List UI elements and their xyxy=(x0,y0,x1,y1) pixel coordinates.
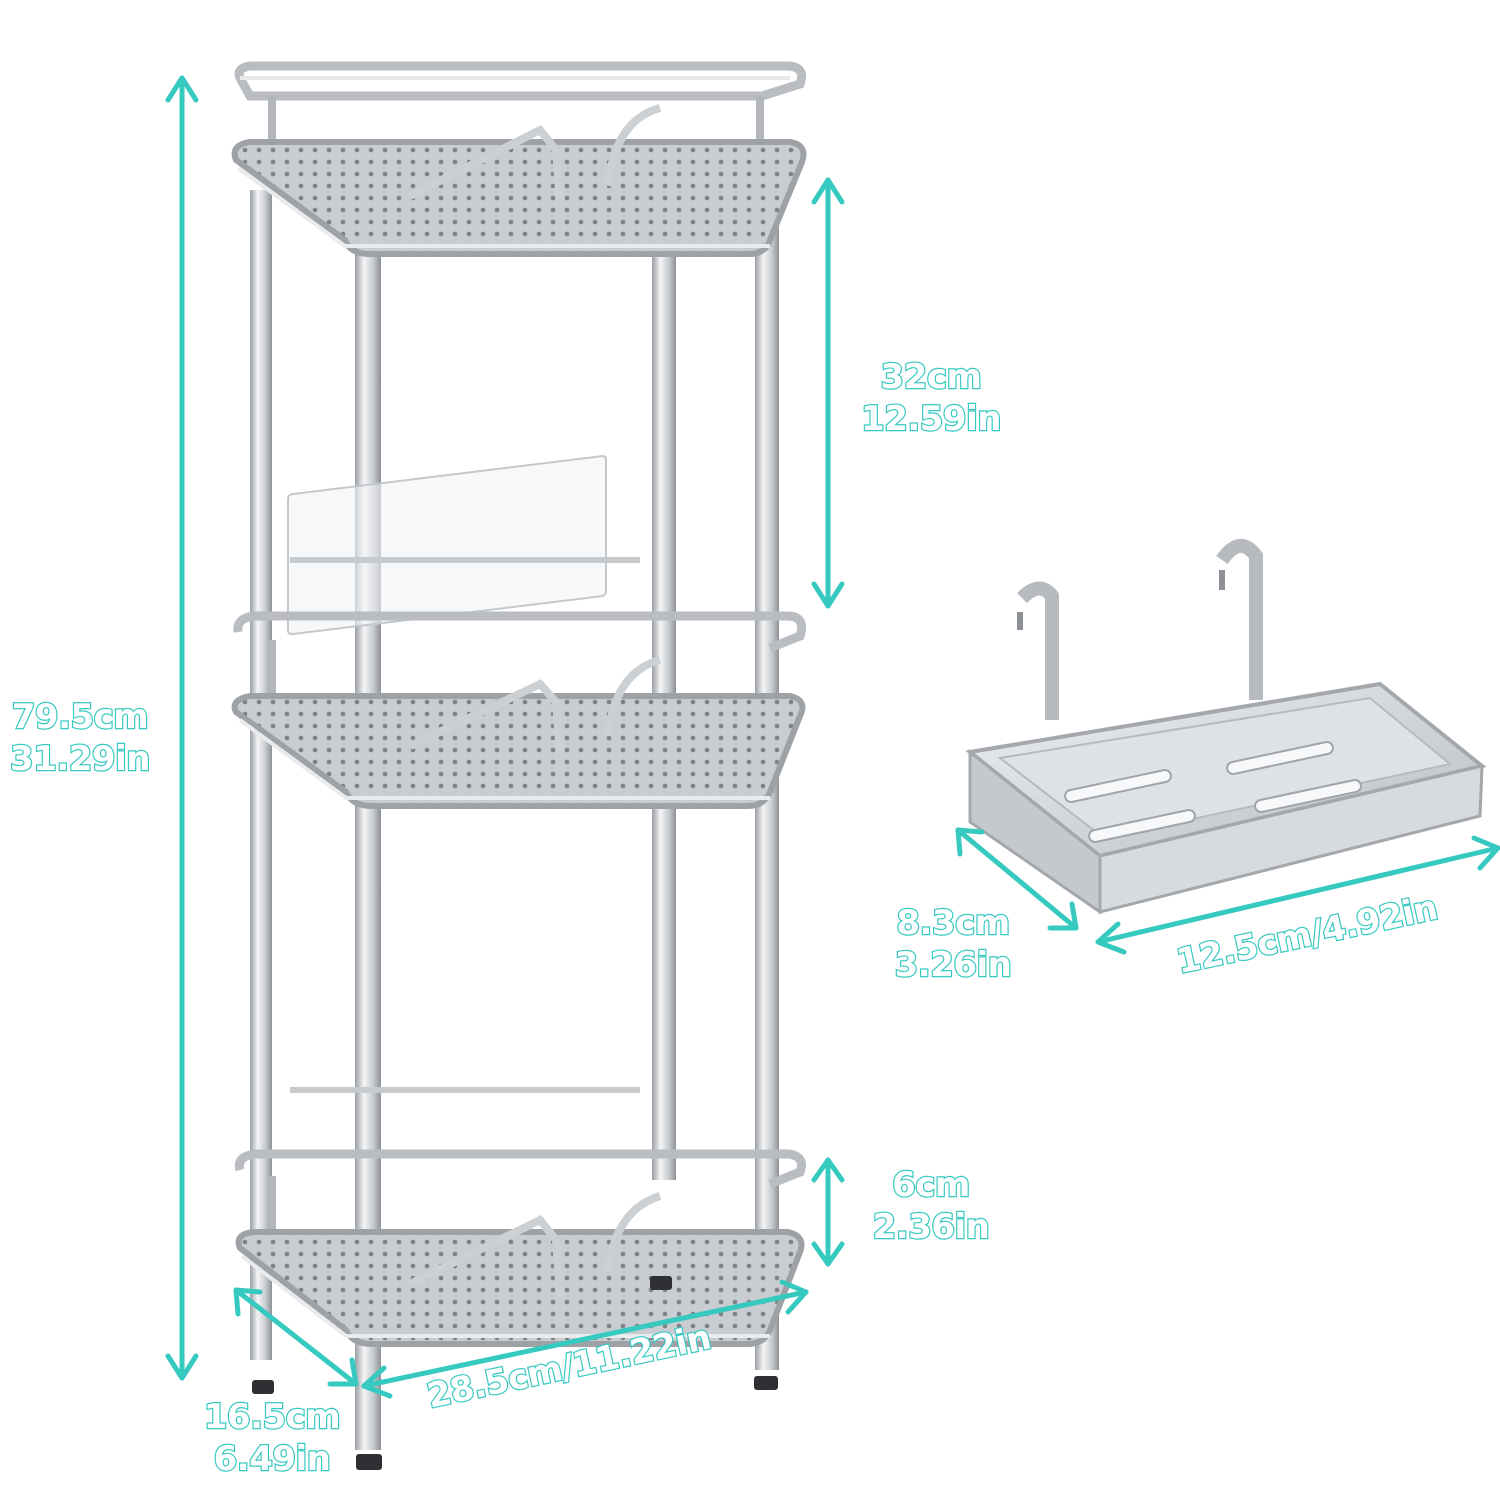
total-height-cm: 79.5cm xyxy=(11,696,150,738)
bottom-shelf xyxy=(234,1087,806,1347)
adhesive-wall-plate xyxy=(287,455,607,636)
shelf-unit xyxy=(231,61,807,1470)
shelf-gap-cm: 32cm xyxy=(879,356,983,398)
soap-dish-depth-arrow xyxy=(955,827,1079,931)
rail-height-in: 2.36in xyxy=(871,1206,991,1248)
depth-in: 6.49in xyxy=(212,1438,332,1480)
drain-slot xyxy=(1254,779,1362,813)
total-height-arrow xyxy=(165,75,199,1381)
shelf-gap-arrow xyxy=(811,177,845,609)
rail-height-arrow xyxy=(811,1157,845,1267)
total-height-label: 79.5cm 31.29in xyxy=(0,696,160,780)
shelf-gap-label: 32cm 12.59in xyxy=(846,356,1016,440)
depth-cm: 16.5cm xyxy=(203,1396,342,1438)
depth-arrow xyxy=(233,1287,359,1387)
shelf-gap-in: 12.59in xyxy=(860,398,1003,440)
total-height-in: 31.29in xyxy=(9,738,152,780)
drain-slot xyxy=(1226,741,1334,775)
top-shelf xyxy=(231,61,807,257)
rail-height-cm: 6cm xyxy=(891,1164,972,1206)
foot-back-left xyxy=(252,1380,274,1394)
middle-shelf xyxy=(231,557,807,809)
soap-dish-depth-cm: 8.3cm xyxy=(895,902,1011,944)
soap-dish xyxy=(965,539,1487,915)
width-arrow xyxy=(361,1279,809,1399)
rail-height-label: 6cm 2.36in xyxy=(856,1164,1006,1248)
drain-slot xyxy=(1064,769,1172,803)
foot-front-left xyxy=(356,1454,382,1470)
drain-slot xyxy=(1088,809,1196,843)
depth-label: 16.5cm 6.49in xyxy=(192,1396,352,1480)
back-right-leg xyxy=(652,190,676,1180)
foot-front-right xyxy=(754,1376,778,1390)
soap-dish-depth-label: 8.3cm 3.26in xyxy=(878,902,1028,986)
foot-back-right xyxy=(650,1276,672,1290)
back-left-leg xyxy=(250,190,272,1360)
soap-dish-width-arrow xyxy=(1095,835,1500,955)
soap-dish-depth-in: 3.26in xyxy=(893,944,1013,986)
